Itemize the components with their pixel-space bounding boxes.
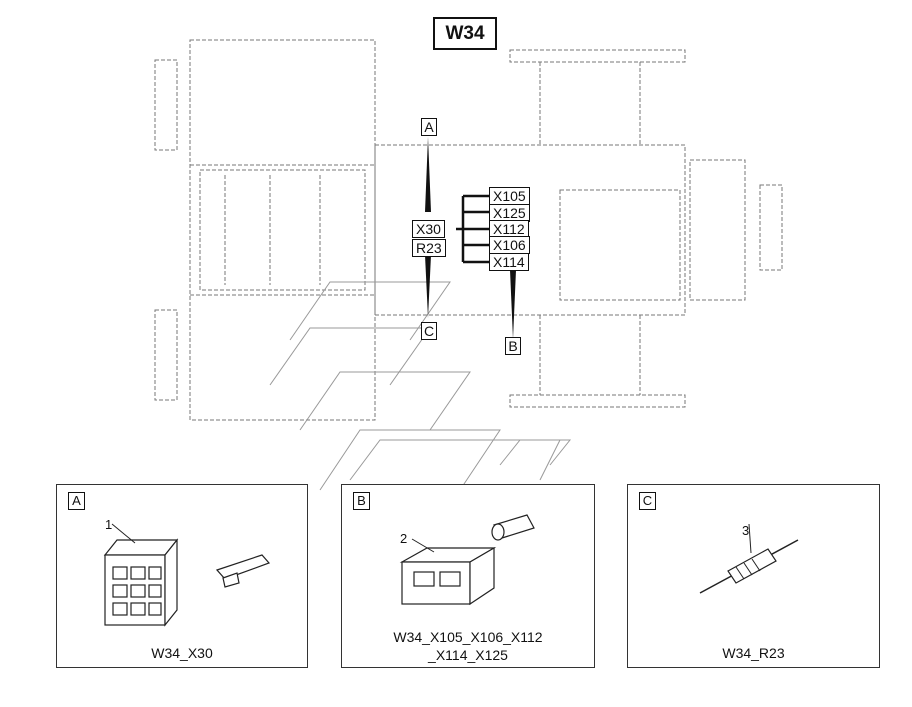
label-x30: X30: [412, 220, 445, 238]
callout-b: B: [505, 337, 521, 355]
connector-housing-icon: [399, 514, 535, 606]
panel-caption-line1: W34_X105_X106_X112: [393, 629, 543, 645]
panel-caption: W34_X30: [151, 645, 213, 661]
item-number: 2: [400, 531, 408, 546]
detail-panel-a: A 1 W34_X30: [56, 484, 308, 668]
label-x114: X114: [489, 253, 529, 271]
panel-tag: C: [639, 492, 656, 510]
item-number: 3: [742, 523, 750, 538]
label-r23: R23: [412, 239, 446, 257]
panel-tag: B: [353, 492, 370, 510]
label-x105: X105: [489, 187, 530, 205]
connector-housing-icon: [103, 523, 271, 627]
panel-caption-line2: _X114_X125: [428, 647, 508, 663]
item-number: 1: [105, 517, 113, 532]
label-x112: X112: [489, 220, 529, 238]
diagram-title: W34: [433, 17, 497, 50]
label-x106: X106: [489, 236, 530, 254]
detail-panel-c: C 3 W34_R23: [627, 484, 880, 668]
panel-tag: A: [68, 492, 85, 510]
panel-caption: W34_R23: [722, 645, 785, 661]
detail-panel-b: B 2 W34_X105_X106_X112 _X114_X125: [341, 484, 595, 668]
callout-c: C: [421, 322, 437, 340]
resistor-icon: [699, 523, 799, 594]
callout-a: A: [421, 118, 437, 136]
